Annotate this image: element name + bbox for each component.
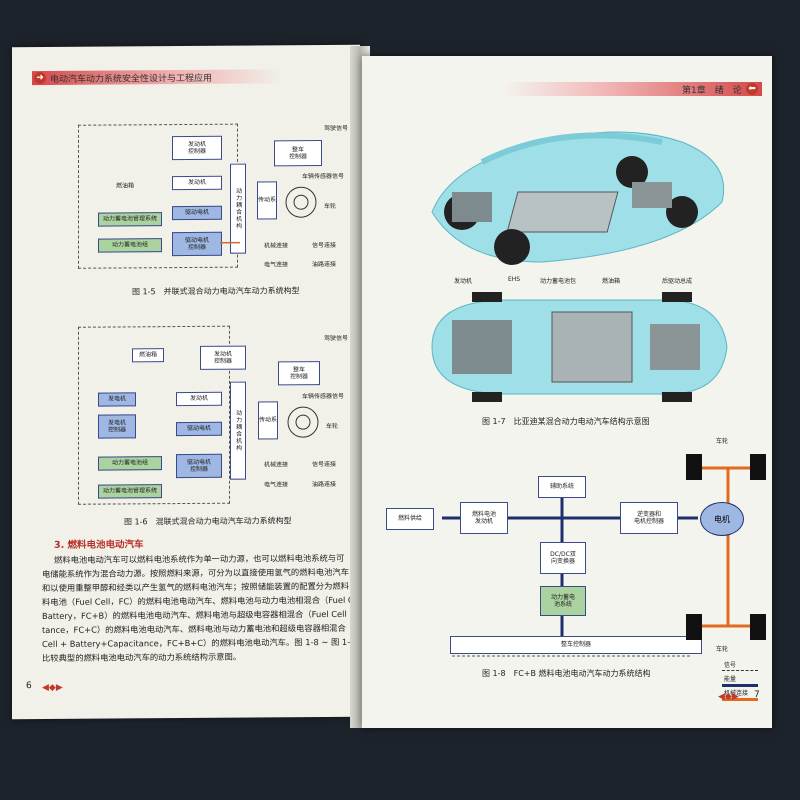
footer-arrow-icon: ◀◆▶ — [42, 682, 63, 694]
bms-box-2: 动力蓄电池管理系统 — [98, 484, 162, 499]
engine-box: 发动机 — [172, 175, 222, 191]
body-paragraph: 燃料电池电动汽车可以燃料电池系统作为单一动力源，也可以燃料电池系统与可 电储能系… — [12, 45, 390, 663]
wheel-bottom-left — [686, 614, 702, 640]
fuel-tank-label: 燃油箱 — [116, 182, 135, 190]
fig-1-5-caption: 图 1-5 并联式混合动力电动汽车动力系统构型 — [132, 286, 300, 297]
wheel-bottom-right — [750, 614, 766, 640]
legend-elec: 电气连接 — [264, 261, 289, 269]
figure-1-5: 驾驶信号 整车控制器 发动机控制器 燃油箱 发动机 动力耦合机构 传动系 车辆传… — [12, 45, 360, 296]
legend-elec-2: 电气连接 — [264, 481, 289, 489]
driver-signal-label-2: 驾驶信号 — [324, 334, 349, 343]
transmission-box: 传动系 — [257, 181, 277, 220]
legend-signal-line — [722, 670, 758, 671]
engine-ctrl-box-2: 发动机控制器 — [200, 345, 246, 370]
wheel-label: 车轮 — [324, 202, 337, 211]
battery-system-box: 动力蓄电池系统 — [540, 586, 586, 616]
vcu-box: 整车控制器 — [274, 140, 322, 167]
legend-mech-line — [722, 698, 758, 701]
left-page: ➜ 电动汽车动力系统安全性设计与工程应用 驾驶信号 整车控制器 发动机控制器 燃… — [12, 44, 390, 720]
battery-box-2: 动力蓄电池组 — [98, 456, 162, 471]
para-line: Cell + Battery+Capacitance，FC+B+C）的燃料电池电… — [42, 636, 389, 650]
para-line: 比较典型的燃料电池电动汽车的动力系统结构示意图。 — [42, 651, 242, 664]
dcdc-box: DC/DC双向变换器 — [540, 542, 586, 574]
motor-ctrl-box: 驱动电机控制器 — [172, 231, 222, 257]
section-title: 3. 燃料电池电动汽车 — [54, 539, 144, 551]
sensor-label-2: 车辆传感器信号 — [302, 392, 345, 401]
figure-1-6: 驾驶信号 燃油箱 发动机控制器 整车控制器 发电机 发动机 动力耦合机构 传动系… — [12, 45, 360, 526]
wheel-icon-2 — [287, 406, 319, 438]
wheel-label-2: 车轮 — [326, 422, 339, 431]
label-fuel-tank: 燃油箱 — [602, 278, 621, 285]
legend-mech-3: 机械连接 — [724, 690, 749, 697]
chapter-header: 第1章 绪 论 — [682, 86, 742, 96]
wheel-top-left — [686, 454, 702, 480]
legend-mech-2: 机械连接 — [264, 461, 289, 469]
right-page: 第1章 绪 论 ⬅ 发动机 EHS 动力蓄电池包 燃油箱 后驱动总成 — [362, 56, 772, 728]
wheel-top-right — [750, 454, 766, 480]
page-number-right: 7 — [754, 690, 760, 700]
drive-motor-box-2: 驱动电机 — [176, 421, 222, 437]
page-number-left: 6 — [26, 681, 32, 692]
fc-engine-box: 燃料电池发动机 — [460, 502, 508, 534]
fig-1-8-caption: 图 1-8 FC+B 燃料电池电动汽车动力系统结构 — [482, 669, 651, 678]
label-ehs: EHS — [508, 276, 521, 283]
transmission-box-2: 传动系 — [258, 401, 278, 440]
engine-ctrl-box: 发动机控制器 — [172, 135, 222, 161]
label-engine: 发动机 — [454, 278, 473, 285]
wheel-top-label: 车轮 — [716, 438, 729, 445]
motor-ctrl-box-2: 驱动电机控制器 — [176, 453, 222, 479]
battery-box: 动力蓄电池组 — [98, 238, 162, 253]
footer-arrow-icon-right: ◀◆▶ — [718, 692, 739, 702]
bms-box: 动力蓄电池管理系统 — [98, 212, 162, 227]
legend-oil-2: 油路连接 — [312, 480, 337, 489]
fuel-supply-box: 燃料供给 — [386, 508, 434, 530]
fig-1-6-caption: 图 1-6 混联式混合动力电动汽车动力系统构型 — [124, 516, 292, 527]
label-battery-pack: 动力蓄电池包 — [540, 278, 577, 285]
aux-system-box: 辅助系统 — [538, 476, 586, 498]
legend-energy: 能量 — [724, 676, 737, 683]
driver-signal-label: 驾驶信号 — [324, 124, 349, 133]
header-bar-right — [502, 82, 762, 96]
label-rear-drive: 后驱动总成 — [662, 278, 693, 285]
car-3d-illustration — [431, 131, 725, 265]
drive-motor-box: 驱动电机 — [172, 205, 222, 221]
motor-circle: 电机 — [700, 502, 744, 536]
wheel-icon — [285, 186, 317, 218]
sensor-label: 车辆传感器信号 — [302, 172, 345, 181]
legend-mech: 机械连接 — [264, 242, 289, 250]
fuel-tank-box: 燃油箱 — [132, 348, 164, 363]
car-top-view-illustration — [431, 292, 728, 402]
generator-box: 发电机 — [98, 392, 136, 407]
legend-oil: 油路连接 — [312, 260, 337, 269]
book-title-header: 电动汽车动力系统安全性设计与工程应用 — [50, 73, 213, 85]
gen-ctrl-box: 发电机控制器 — [98, 414, 136, 439]
wheel-bottom-label: 车轮 — [716, 646, 729, 653]
arrow-left-icon: ⬅ — [746, 83, 758, 95]
coupling-box-2: 动力耦合机构 — [230, 381, 246, 480]
engine-box-2: 发动机 — [176, 391, 222, 407]
fig-1-7-caption: 图 1-7 比亚迪某混合动力电动汽车结构示意图 — [482, 417, 650, 426]
legend-signal-3: 信号 — [724, 662, 737, 669]
vcu-box-2: 整车控制器 — [278, 361, 320, 386]
legend-signal: 信号连接 — [312, 241, 337, 250]
vcu-bar: 整车控制器 — [450, 636, 702, 654]
legend-energy-line — [722, 684, 758, 687]
arrow-right-icon: ➜ — [34, 71, 46, 85]
inverter-box: 逆变器和电机控制器 — [620, 502, 678, 534]
legend-signal-2: 信号连接 — [312, 460, 337, 469]
